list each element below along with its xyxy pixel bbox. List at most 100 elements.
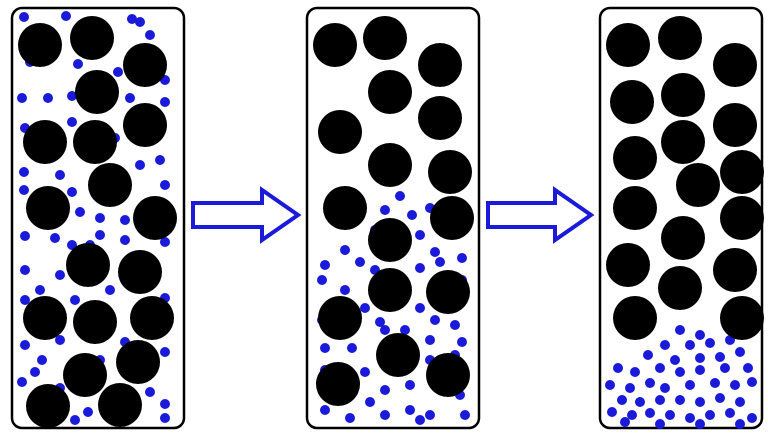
- small-particle: [17, 377, 27, 387]
- small-particle: [665, 410, 675, 420]
- large-particle: [720, 150, 764, 194]
- large-particle: [606, 23, 650, 67]
- small-particle: [35, 285, 45, 295]
- small-particle: [695, 365, 705, 375]
- small-particle: [37, 355, 47, 365]
- container-panel-fully-segregated: [598, 6, 764, 430]
- large-particle: [713, 103, 757, 147]
- large-particle: [658, 266, 702, 310]
- large-particle: [613, 296, 657, 340]
- small-particle: [407, 210, 417, 220]
- large-particle: [613, 186, 657, 230]
- small-particle: [125, 93, 135, 103]
- large-particle: [368, 268, 412, 312]
- small-particle: [627, 410, 637, 420]
- small-particle: [715, 393, 725, 403]
- small-particle: [19, 167, 29, 177]
- large-particle: [376, 333, 420, 377]
- small-particle: [675, 367, 685, 377]
- right-arrow-icon: [486, 186, 595, 244]
- small-particle: [360, 367, 370, 377]
- container-panel-partially-settled: [305, 6, 481, 430]
- small-particle: [430, 315, 440, 325]
- small-particle: [675, 395, 685, 405]
- small-particle: [20, 231, 30, 241]
- small-particle: [340, 285, 350, 295]
- small-particle: [70, 295, 80, 305]
- small-particle: [360, 303, 370, 313]
- small-particle: [120, 235, 130, 245]
- small-particle: [405, 405, 415, 415]
- large-particle: [316, 362, 360, 406]
- small-particle: [365, 397, 375, 407]
- small-particle: [17, 93, 27, 103]
- small-particle: [675, 325, 685, 335]
- small-particle: [160, 97, 170, 107]
- small-particle: [75, 207, 85, 217]
- small-particle: [320, 343, 330, 353]
- large-particle: [418, 43, 462, 87]
- large-particle: [118, 250, 162, 294]
- small-particle: [735, 347, 745, 357]
- large-particle: [26, 186, 70, 230]
- large-particle: [63, 353, 107, 397]
- small-particle: [630, 367, 640, 377]
- small-particle: [67, 187, 77, 197]
- large-particle: [658, 16, 702, 60]
- small-particle: [155, 155, 165, 165]
- small-particle: [105, 285, 115, 295]
- small-particle: [605, 380, 615, 390]
- small-particle: [415, 303, 425, 313]
- small-particle: [347, 343, 357, 353]
- small-particle: [340, 245, 350, 255]
- small-particle: [160, 399, 170, 409]
- small-particle: [655, 395, 665, 405]
- small-particle: [705, 338, 715, 348]
- small-particle: [67, 117, 77, 127]
- small-particle: [415, 263, 425, 273]
- small-particle: [73, 59, 83, 69]
- small-particle: [95, 213, 105, 223]
- small-particle: [655, 419, 665, 429]
- large-particle: [610, 80, 654, 124]
- small-particle: [67, 91, 77, 101]
- small-particle: [317, 275, 327, 285]
- large-particle: [323, 186, 367, 230]
- large-particle: [73, 120, 117, 164]
- small-particle: [160, 413, 170, 423]
- large-particle: [606, 243, 650, 287]
- large-particle: [23, 296, 67, 340]
- right-arrow-icon: [191, 186, 302, 244]
- small-particle: [620, 417, 630, 427]
- small-particle: [695, 330, 705, 340]
- small-particle: [710, 378, 720, 388]
- container-outline: [10, 6, 186, 430]
- small-particle: [685, 380, 695, 390]
- small-particle: [655, 363, 665, 373]
- small-particle: [20, 265, 30, 275]
- small-particle: [160, 347, 170, 357]
- small-particle: [375, 317, 385, 327]
- large-particle: [116, 340, 160, 384]
- small-particle: [735, 397, 745, 407]
- small-particle: [50, 233, 60, 243]
- small-particle: [70, 415, 80, 425]
- large-particle: [661, 120, 705, 164]
- small-particle: [95, 230, 105, 240]
- small-particle: [660, 340, 670, 350]
- small-particle: [160, 237, 170, 247]
- large-particle: [66, 243, 110, 287]
- small-particle: [450, 320, 460, 330]
- small-particle: [425, 410, 435, 420]
- small-particle: [405, 380, 415, 390]
- large-particle: [23, 120, 67, 164]
- small-particle: [645, 408, 655, 418]
- large-particle: [428, 150, 472, 194]
- large-particle: [368, 143, 412, 187]
- large-particle: [713, 43, 757, 87]
- large-particle: [430, 196, 474, 240]
- large-particle: [130, 296, 174, 340]
- large-particle: [123, 103, 167, 147]
- large-particle: [720, 296, 764, 340]
